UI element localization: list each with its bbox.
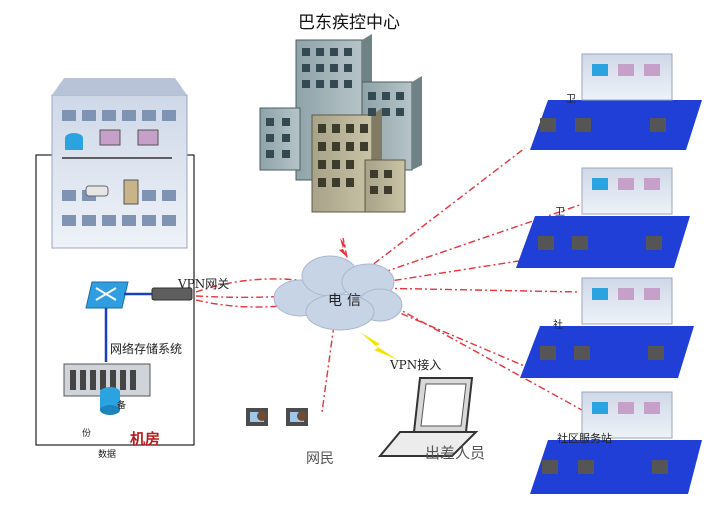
center-buildings-icon <box>259 34 422 213</box>
vpn-access-label: VPN接入 <box>390 358 442 372</box>
site-2-label: 卫 <box>555 207 565 218</box>
site-1-label: 卫 <box>566 94 576 105</box>
site-panel-2 <box>516 167 690 268</box>
cloud-icon <box>273 255 403 331</box>
telephone-icon <box>85 185 109 197</box>
workstation-icon <box>246 408 308 426</box>
office-building-icon <box>51 78 188 249</box>
backup-char-2: 份 <box>82 429 92 439</box>
lightning-icon <box>339 238 348 258</box>
site-panel-3 <box>520 277 694 378</box>
backup-char-1: 备 <box>117 401 127 411</box>
site-panel-1 <box>530 53 702 150</box>
site-3-label: 社 <box>553 320 563 331</box>
vpn-switch-icon <box>85 281 129 309</box>
vpn-router-icon <box>151 287 193 301</box>
workstation-icon <box>137 129 159 146</box>
laptop-icon <box>377 377 479 457</box>
site-panel-4 <box>530 391 702 494</box>
netizen-label: 网民 <box>306 451 334 467</box>
storage-system-label: 网络存储系统 <box>110 342 183 356</box>
storage-array-icon <box>63 363 151 415</box>
machine-room-label: 机房 <box>130 430 161 448</box>
data-label: 数据 <box>98 450 117 460</box>
workstation-icon <box>99 129 121 146</box>
site-4-label: 社区服务站 <box>557 432 612 445</box>
telecom-label: 电信 <box>328 293 366 309</box>
server-rack-icon <box>123 179 139 205</box>
center-title: 巴东疾控中心 <box>298 13 400 33</box>
vpn-gateway-label: VPN网关 <box>178 277 230 291</box>
traveling-staff-label: 出差人员 <box>425 444 486 462</box>
lightning-icon <box>360 332 398 360</box>
